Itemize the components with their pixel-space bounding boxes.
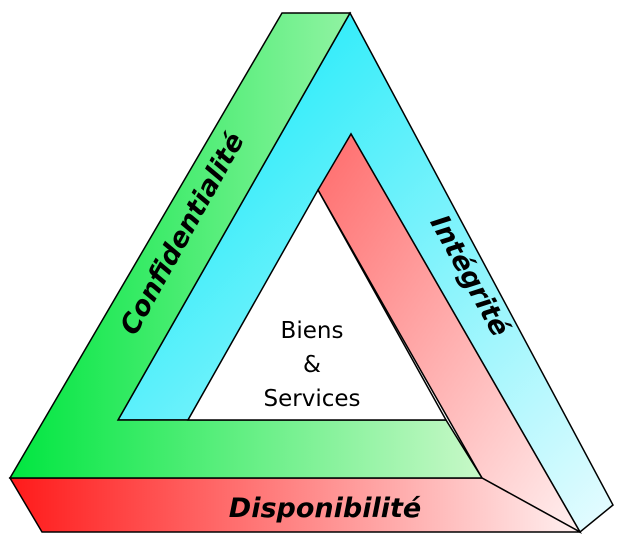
availability-label: Disponibilité <box>229 493 421 524</box>
center-triangle <box>186 188 448 421</box>
center-label-line-3: Services <box>264 386 361 412</box>
center-label-line-2: & <box>303 352 321 378</box>
center-label-line-1: Biens <box>281 318 344 344</box>
